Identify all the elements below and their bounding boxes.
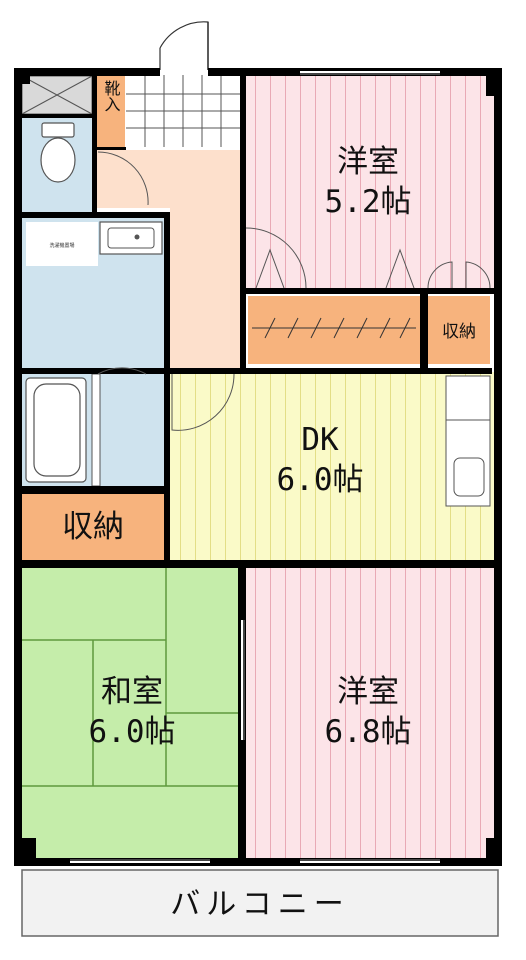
north-closet (248, 296, 420, 364)
shoe-storage-label: 靴入 (102, 80, 121, 112)
western-room-north-size: 5.2帖 (325, 184, 412, 220)
balcony (21, 869, 499, 937)
kitchen-counter (445, 375, 491, 507)
bathroom-door-panel (91, 373, 101, 487)
balcony-label: バルコニー (170, 887, 349, 922)
dk-storage-label: 収納 (62, 509, 124, 545)
shoe-storage (97, 75, 125, 147)
japanese-room-floor (20, 566, 240, 858)
western-room-north-floor (242, 75, 494, 290)
bathtub-icon (25, 377, 87, 483)
dk-floor (170, 372, 494, 562)
north-storage (428, 296, 490, 364)
north-storage-label: 収納 (442, 322, 476, 342)
tatami-lines (20, 566, 240, 787)
hall-floor (96, 150, 242, 372)
toilet-icon (40, 122, 76, 183)
washbasin-icon (99, 221, 163, 255)
closet-hanger-lines (252, 317, 416, 339)
svg-text:靴入: 靴入 (102, 80, 121, 112)
dk-name: DK (301, 422, 339, 458)
genkan-steps (126, 75, 242, 147)
washer-label: 洗濯機置場 (49, 242, 74, 249)
japanese-room-name: 和室 (101, 674, 163, 710)
western-room-north-name: 洋室 (337, 144, 399, 180)
western-room-south-floor (242, 568, 494, 860)
door-swings (97, 151, 491, 431)
windows (70, 71, 440, 863)
western-room-south-size: 6.8帖 (325, 714, 412, 750)
washer-space (26, 222, 98, 266)
window-frames (70, 73, 440, 861)
western-room-south-name: 洋室 (337, 674, 399, 710)
entrance-door (159, 21, 209, 70)
dk-storage (22, 494, 164, 560)
pipe-space (21, 75, 93, 115)
japanese-room-size: 6.0帖 (89, 714, 176, 750)
dk-size: 6.0帖 (277, 462, 364, 498)
